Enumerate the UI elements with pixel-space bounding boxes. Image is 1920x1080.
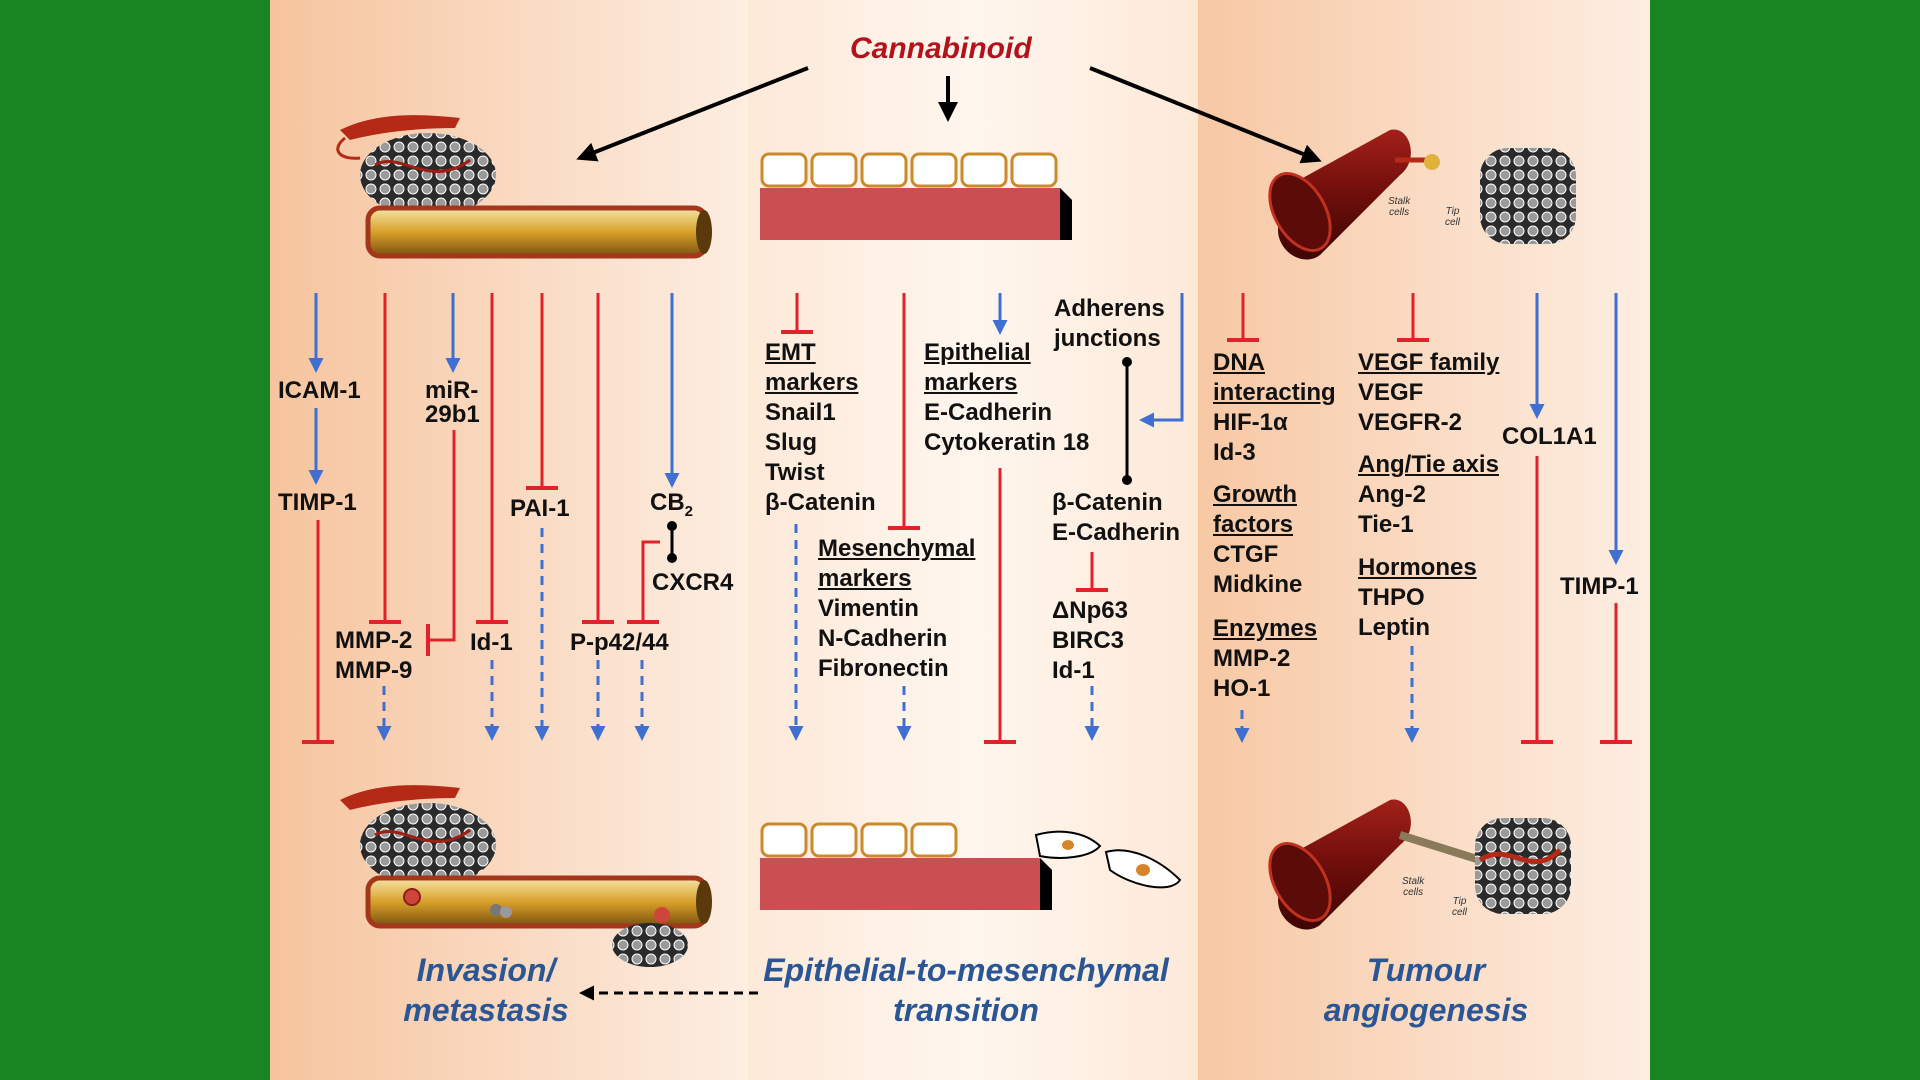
cannabinoid-arrows [576,66,1322,164]
tumour-vessel-bottom-illustration [340,785,712,967]
epi-item: E-Cadherin [924,399,1053,426]
emt-title-line2: transition [893,992,1039,1028]
ang-item: Tie-1 [1358,511,1414,538]
mes-item: Vimentin [818,595,919,622]
epithelial-cell [810,822,858,858]
mmp2-label: MMP-2 [335,627,413,654]
cannabinoid-title: Cannabinoid [850,32,1032,65]
enz-item: HO-1 [1213,675,1271,702]
dna-heading-1: DNA [1213,349,1265,376]
epithelium-top-illustration [760,152,1072,240]
epithelial-cell [910,822,958,858]
emt-item: Twist [765,459,825,486]
dna-item: HIF-1α [1213,409,1288,436]
epithelial-cell [910,152,958,188]
enzymes-heading: Enzymes [1213,615,1318,642]
mesenchymal-heading-1: Mesenchymal [818,535,976,562]
adherens-label-2: junctions [1054,325,1161,352]
np-item: BIRC3 [1052,627,1125,654]
epithelial-cell [860,152,908,188]
pai1-label: PAI-1 [510,495,570,522]
epithelial-cell [1010,152,1058,188]
timp1-label: TIMP-1 [278,489,357,516]
cb2-label: CB2 [650,489,694,520]
angiogenesis-title-line2: angiogenesis [1323,992,1529,1028]
invasion-title-line1: Invasion/ [416,952,556,988]
gf-item: CTGF [1213,541,1279,568]
epithelial-cell [860,822,908,858]
invasion-title-line2: metastasis [403,992,569,1028]
emt-pathway-lines [781,293,1184,744]
angiogenesis-pathway-lines [1227,293,1632,744]
emt-item: β-Catenin [765,489,876,516]
growth-heading-1: Growth [1213,481,1297,508]
dna-heading-2: interacting [1213,379,1336,406]
emt-heading-2: markers [765,369,859,396]
epithelium-bottom-illustration [760,822,1182,910]
cxcr4-label: CXCR4 [652,569,734,596]
np-item: Id-1 [1052,657,1095,684]
angiogenesis-title-line1: Tumour [1366,952,1486,988]
emt-item: Slug [765,429,817,456]
mir-label-line1: miR- [425,377,479,404]
angiogenesis-title: Tumour angiogenesis [1296,950,1556,1030]
horm-item: Leptin [1358,614,1430,641]
epithelial-cell [760,152,808,188]
vegf-heading: VEGF family [1358,349,1500,376]
emt-heading-1: EMT [765,339,816,366]
horm-item: THPO [1358,584,1425,611]
epithelial-heading-2: markers [924,369,1018,396]
pp42-label: P-p42/44 [570,629,669,656]
angiogenesis-bottom-illustration [1268,799,1571,930]
adherens-label-1: Adherens [1054,295,1165,322]
hormones-heading: Hormones [1358,554,1477,581]
enz-item: MMP-2 [1213,645,1291,672]
epi-item: Cytokeratin 18 [924,429,1090,456]
epithelial-heading-1: Epithelial [924,339,1031,366]
emt-title: Epithelial-to-mesenchymal transition [746,950,1186,1030]
np-item: ΔNp63 [1052,597,1128,624]
dna-item: Id-3 [1213,439,1256,466]
emt-title-line1: Epithelial-to-mesenchymal [763,952,1169,988]
gf-item: Midkine [1213,571,1303,598]
epithelial-cell [810,152,858,188]
mir-label-line2: 29b1 [425,401,480,428]
emt-item: Snail1 [765,399,836,426]
timp1-right-label: TIMP-1 [1560,573,1639,600]
vegf-item: VEGFR-2 [1358,409,1463,436]
growth-heading-2: factors [1213,511,1294,538]
mmp9-label: MMP-9 [335,657,413,684]
mesenchymal-heading-2: markers [818,565,912,592]
epithelial-cell [960,152,1008,188]
mes-item: Fibronectin [818,655,949,682]
id1-label: Id-1 [470,629,513,656]
epithelial-cell [760,822,808,858]
mes-item: N-Cadherin [818,625,948,652]
bc-item: β-Catenin [1052,489,1163,516]
invasion-title: Invasion/ metastasis [386,950,586,1030]
angiogenesis-top-illustration [1268,129,1576,260]
col1a1-label: COL1A1 [1502,423,1597,450]
ang-item: Ang-2 [1358,481,1426,508]
ang-heading: Ang/Tie axis [1358,451,1499,478]
invasion-pathway-lines [302,293,680,744]
bc-item: E-Cadherin [1052,519,1181,546]
vegf-item: VEGF [1358,379,1424,406]
icam1-label: ICAM-1 [278,377,361,404]
tumour-vessel-top-illustration [336,115,712,259]
